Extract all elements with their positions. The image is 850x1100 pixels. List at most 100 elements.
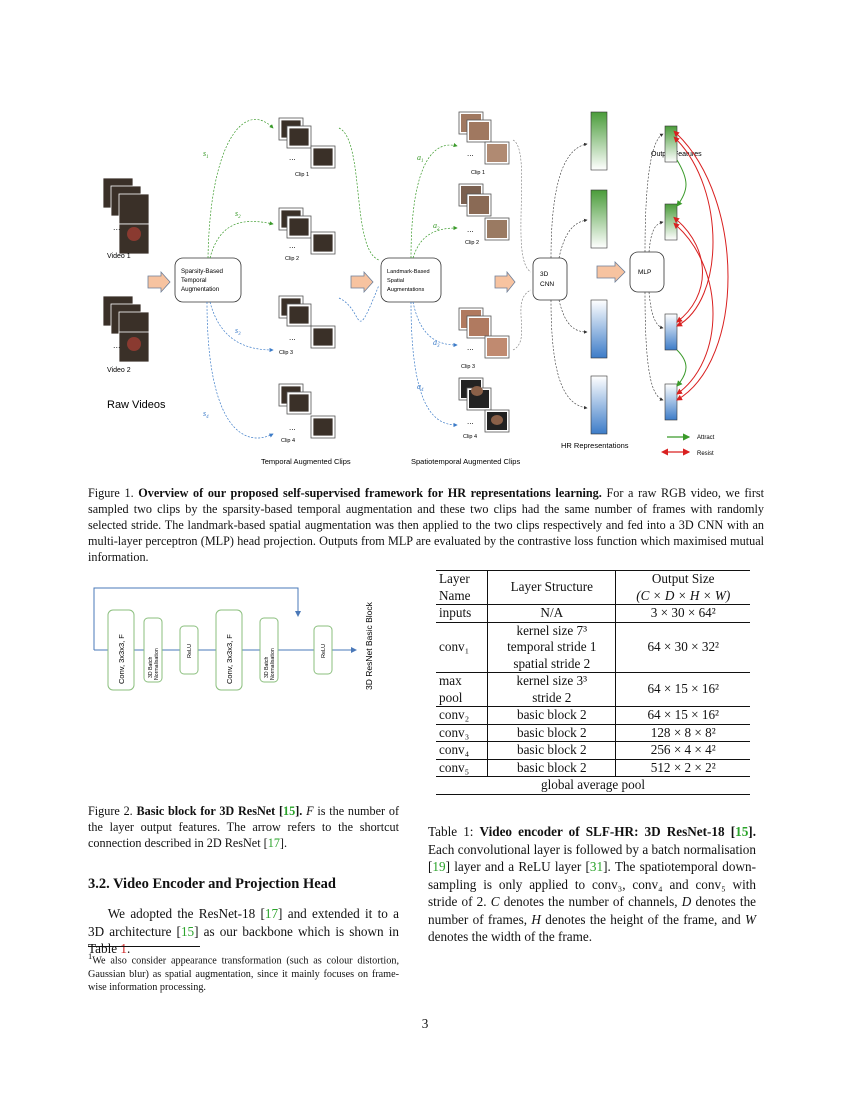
raw-videos-label: Raw Videos xyxy=(107,399,166,411)
output-feat-2 xyxy=(664,203,678,241)
hr-rep-4 xyxy=(590,375,608,435)
footnote: 1We also consider appearance transformat… xyxy=(88,951,399,994)
block-arrow-4 xyxy=(596,261,626,283)
left-clip-4-label: Clip 4 xyxy=(281,438,295,444)
f2-block-6-label: ReLU xyxy=(321,644,327,658)
block-arrow-1 xyxy=(147,270,171,294)
figure-1-caption: Figure 1. Overview of our proposed self-… xyxy=(88,486,765,564)
f2-block-2-label-a: 3D Batch xyxy=(148,657,154,678)
table-row: conv₅ basic block 2 512 × 2 × 2² xyxy=(436,758,750,777)
svg-text:...: ... xyxy=(289,153,296,162)
figure-2-diagram: Conv, 3x3x3, F 3D Batch Normalisation Re… xyxy=(93,587,374,691)
svg-text:...: ... xyxy=(289,423,296,432)
svg-text:...: ... xyxy=(467,225,474,234)
mlp-box xyxy=(629,251,665,293)
svg-text:...: ... xyxy=(467,343,474,352)
cnn-box xyxy=(532,257,568,301)
left-clip-3 xyxy=(278,295,336,349)
cnn-line-2: CNN xyxy=(540,281,554,288)
right-clip-4 xyxy=(458,377,510,433)
s4-label: s4 xyxy=(203,409,209,420)
output-feat-1 xyxy=(664,125,678,163)
temporal-augmented-label: Temporal Augmented Clips xyxy=(261,457,351,466)
legend-attract: Attract xyxy=(697,435,715,441)
table-row: conv₃ basic block 2 128 × 8 × 8² xyxy=(436,723,750,742)
f2-block-1 xyxy=(107,609,135,691)
page-number: 3 xyxy=(421,1016,429,1031)
f2-block-2-label-b: Normalisation xyxy=(154,648,160,680)
mlp-label: MLP xyxy=(638,269,651,276)
f2-side-label: 3D ResNet Basic Block xyxy=(364,601,374,690)
left-clip-4 xyxy=(278,383,336,439)
a1-label: a1 xyxy=(417,153,424,164)
block-arrow-2 xyxy=(350,270,374,294)
a4-label: a4 xyxy=(417,382,424,393)
f2-block-2 xyxy=(143,617,163,683)
svg-text:...: ... xyxy=(289,333,296,342)
left-clip-2 xyxy=(278,207,336,255)
video-1-frames xyxy=(102,177,150,255)
f2-block-5-label-a: 3D Batch xyxy=(264,657,270,678)
right-clip-2-label: Clip 2 xyxy=(465,240,479,246)
figure-1-diagram: ... Video 1 ... Video 2 Raw Videos Spars… xyxy=(102,111,729,466)
f2-block-4 xyxy=(215,609,243,691)
svg-text:...: ... xyxy=(289,241,296,250)
s2-arrow xyxy=(209,221,274,259)
s3-label: s3 xyxy=(235,326,241,337)
video-2-dots: ... xyxy=(113,340,121,350)
table-footer-row: global average pool xyxy=(436,776,750,795)
right-clip-3-label: Clip 3 xyxy=(461,364,475,370)
sparsity-line-3: Augmentation xyxy=(181,286,220,293)
landmark-line-1: Landmark-Based xyxy=(387,269,430,275)
s1-label: s1 xyxy=(203,149,209,160)
th-layer-structure: Layer Structure xyxy=(487,570,616,605)
spatiotemporal-augmented-label: Spatiotemporal Augmented Clips xyxy=(411,457,520,466)
video-1-dots: ... xyxy=(113,222,121,232)
right-clip-4-label: Clip 4 xyxy=(463,434,477,440)
landmark-line-2: Spatial xyxy=(387,278,404,284)
left-clip-1 xyxy=(278,117,336,169)
output-feat-3 xyxy=(664,313,678,351)
section-body: We adopted the ResNet-18 [17] and extend… xyxy=(88,906,399,956)
footnote-rule xyxy=(88,946,200,947)
legend-resist: Resist xyxy=(697,451,714,457)
table-1-caption: Table 1: Video encoder of SLF-HR: 3D Res… xyxy=(428,824,757,944)
hr-rep-2 xyxy=(590,189,608,249)
left-clip-1-label: Clip 1 xyxy=(295,172,309,178)
output-feat-4 xyxy=(664,383,678,421)
s4-arrow xyxy=(206,301,274,439)
f2-block-4-label: Conv, 3x3x3, F xyxy=(225,634,234,684)
s3-arrow xyxy=(209,301,274,353)
left-clip-2-label: Clip 2 xyxy=(285,256,299,262)
right-clip-1 xyxy=(458,111,510,165)
sparsity-line-2: Temporal xyxy=(181,277,206,284)
svg-text:...: ... xyxy=(467,149,474,158)
section-heading: 3.2. Video Encoder and Projection Head xyxy=(88,876,336,892)
hr-rep-3 xyxy=(590,299,608,359)
s1-arrow xyxy=(207,119,274,259)
f2-block-3-label: ReLU xyxy=(187,644,193,658)
right-clip-2 xyxy=(458,183,510,241)
table-row: conv₂ basic block 2 64 × 15 × 16² xyxy=(436,706,750,724)
left-clip-3-label: Clip 3 xyxy=(279,350,293,356)
f2-block-5-label-b: Normalisation xyxy=(270,648,276,680)
f2-block-1-label: Conv, 3x3x3, F xyxy=(117,634,126,684)
video-2-frames xyxy=(102,295,150,363)
figure-2-caption: Figure 2. Basic block for 3D ResNet [15]… xyxy=(88,804,400,850)
sparsity-line-1: Sparsity-Based xyxy=(181,268,224,275)
right-clip-1-label: Clip 1 xyxy=(471,170,485,176)
table-row: inputs N/A 3 × 30 × 64² xyxy=(436,605,750,622)
th-output-size: Output Size(C × D × H × W) xyxy=(615,570,750,605)
s2-label: s2 xyxy=(235,209,241,220)
video-1-label: Video 1 xyxy=(107,253,131,260)
svg-text:...: ... xyxy=(467,417,474,426)
f2-block-5 xyxy=(259,617,279,683)
hr-representations-label: HR Representations xyxy=(561,441,629,450)
f2-block-6 xyxy=(313,625,333,675)
landmark-line-3: Augmentations xyxy=(387,287,425,293)
f2-block-3 xyxy=(179,625,199,675)
cnn-line-1: 3D xyxy=(540,271,549,278)
